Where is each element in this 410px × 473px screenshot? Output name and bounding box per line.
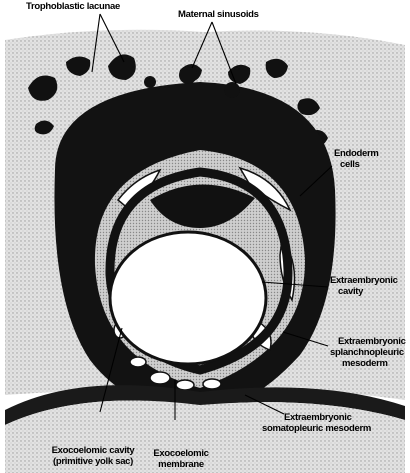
label-exocoelomic-membrane-line2: membrane — [148, 459, 214, 470]
label-trophoblastic-lacunae: Trophoblastic lacunae — [26, 1, 120, 12]
label-endoderm-cells: Endoderm cells — [334, 148, 379, 170]
label-somatopleuric-line2: somatopleuric mesoderm — [262, 423, 371, 434]
label-splanchnopleuric-line3: mesoderm — [330, 358, 406, 369]
label-exocoelomic-cavity-line2: (primitive yolk sac) — [38, 456, 148, 467]
label-endoderm-cells-line2: cells — [334, 159, 379, 170]
label-somatopleuric-line1: Extraembryonic — [262, 412, 371, 423]
label-extraembryonic-cavity-line2: cavity — [330, 286, 398, 297]
label-exocoelomic-cavity-line1: Exocoelomic cavity — [38, 445, 148, 456]
label-splanchnopleuric-line1: Extraembryonic — [330, 336, 406, 347]
label-extraembryonic-cavity-line1: Extraembryonic — [330, 275, 398, 286]
label-splanchnopleuric-mesoderm: Extraembryonic splanchnopleuric mesoderm — [330, 336, 406, 369]
label-exocoelomic-cavity: Exocoelomic cavity (primitive yolk sac) — [38, 445, 148, 467]
label-exocoelomic-membrane-line1: Exocoelomic — [148, 448, 214, 459]
label-maternal-sinusoids: Maternal sinusoids — [178, 9, 259, 20]
exocoelomic-cavity — [110, 232, 266, 364]
label-endoderm-cells-line1: Endoderm — [334, 148, 379, 159]
label-extraembryonic-cavity: Extraembryonic cavity — [330, 275, 398, 297]
label-splanchnopleuric-line2: splanchnopleuric — [330, 347, 406, 358]
label-exocoelomic-membrane: Exocoelomic membrane — [148, 448, 214, 470]
label-somatopleuric-mesoderm: Extraembryonic somatopleuric mesoderm — [262, 412, 371, 434]
